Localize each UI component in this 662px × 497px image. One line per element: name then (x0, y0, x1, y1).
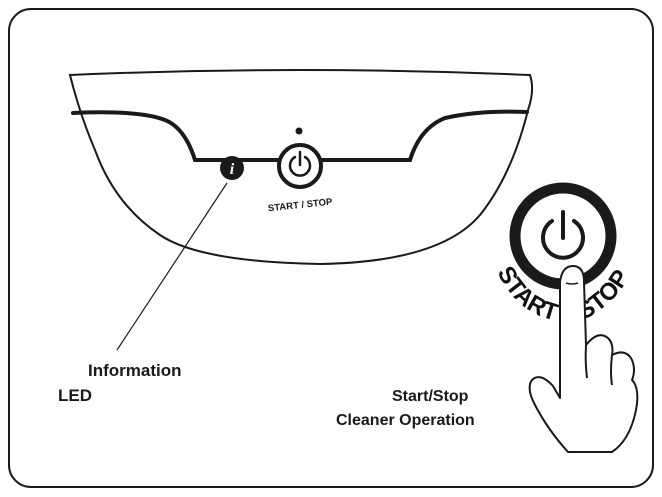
start-stop-callout-line1: Start/Stop (392, 388, 469, 405)
information-callout-line2: LED (58, 386, 92, 405)
status-led-dot (295, 127, 303, 135)
power-icon (288, 150, 312, 177)
start-stop-callout-line2: Cleaner Operation (336, 412, 475, 429)
info-icon-glyph: i (230, 161, 235, 178)
information-leader-line (116, 182, 228, 351)
power-icon (541, 210, 585, 260)
pointing-hand-icon (528, 265, 639, 453)
control-panel: START / STOP i (68, 69, 534, 266)
big-start-stop-button[interactable] (509, 182, 617, 290)
diagram-frame (8, 8, 654, 488)
panel-start-stop-button[interactable] (277, 143, 323, 189)
information-callout-line1: Information (88, 361, 182, 380)
info-icon[interactable]: i (220, 156, 244, 180)
